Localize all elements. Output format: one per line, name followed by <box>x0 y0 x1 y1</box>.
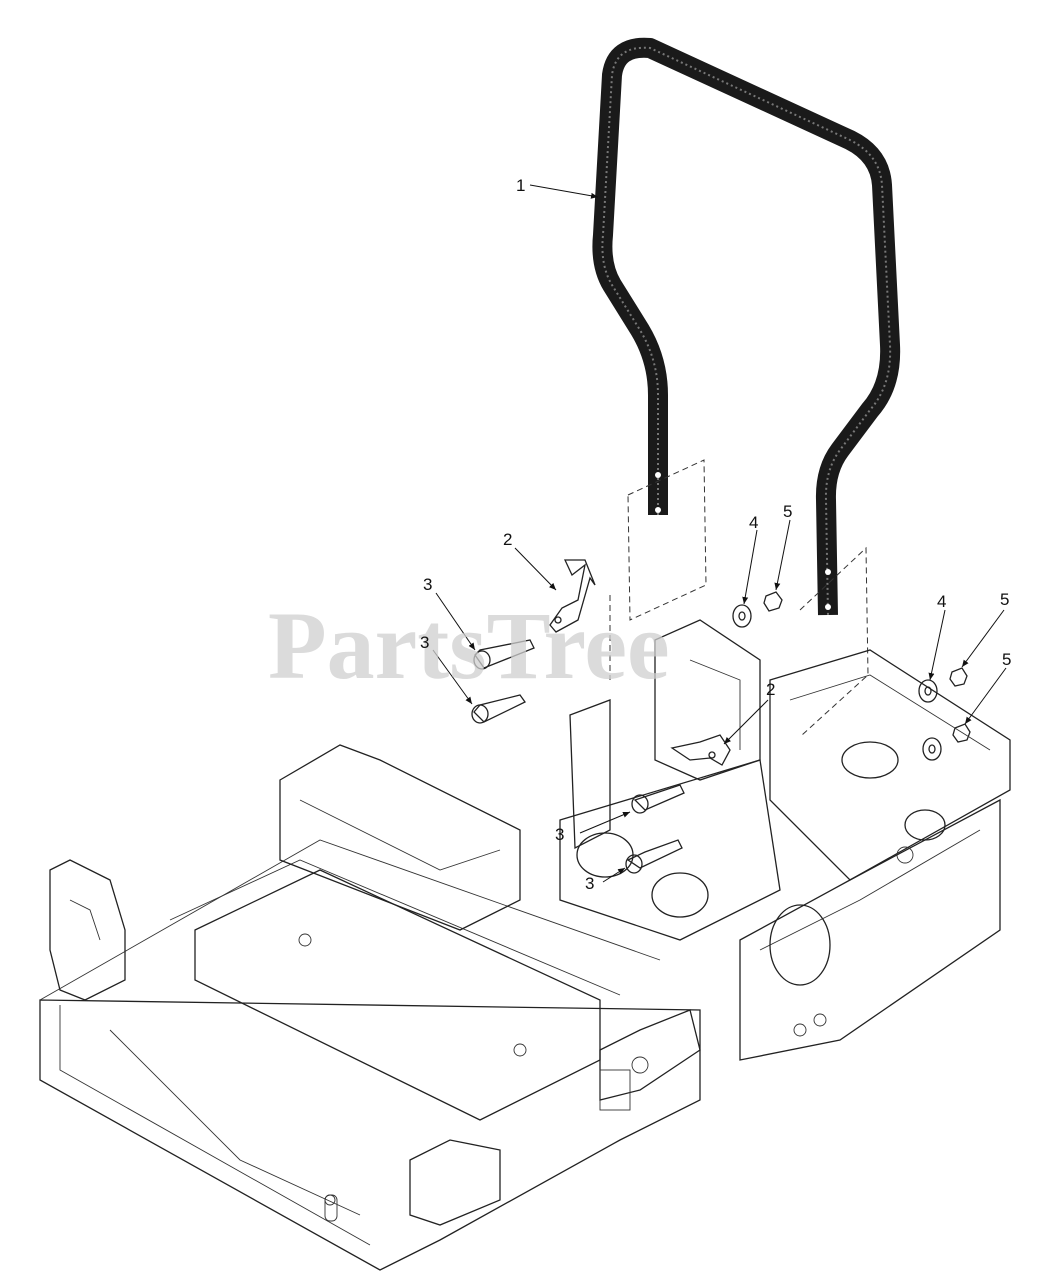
callout-2: 2 <box>766 680 775 699</box>
clip-bracket-lower[interactable] <box>670 734 731 766</box>
callout-4: 4 <box>937 592 946 611</box>
washer-right-2[interactable] <box>922 737 942 761</box>
callout-2: 2 <box>503 530 512 549</box>
bolt-upper-2[interactable] <box>471 694 526 724</box>
roll-bar[interactable] <box>592 37 901 616</box>
leader-lines <box>432 184 1007 883</box>
callout-1: 1 <box>516 176 525 195</box>
alignment-guides <box>609 459 869 736</box>
clip-bracket-upper[interactable] <box>549 559 596 633</box>
bolt-lower-1[interactable] <box>631 784 685 814</box>
bolt-lower-2[interactable] <box>625 839 683 874</box>
callout-5: 5 <box>783 502 792 521</box>
callout-5: 5 <box>1002 650 1011 669</box>
washer-upper[interactable] <box>732 604 752 628</box>
watermark: PartsTree <box>268 592 670 699</box>
nut-right-1[interactable] <box>949 667 968 687</box>
callout-3: 3 <box>555 825 564 844</box>
callout-3: 3 <box>420 633 429 652</box>
callout-5: 5 <box>1000 590 1009 609</box>
nut-right-2[interactable] <box>952 723 971 743</box>
tractor-frame <box>39 619 1011 1271</box>
nut-upper[interactable] <box>763 591 783 612</box>
bolt-upper-1[interactable] <box>473 639 535 670</box>
callout-3: 3 <box>585 874 594 893</box>
callout-labels: 1 2 2 3 3 3 3 4 4 5 5 5 <box>420 176 1011 893</box>
callout-4: 4 <box>749 513 758 532</box>
callout-3: 3 <box>423 575 432 594</box>
